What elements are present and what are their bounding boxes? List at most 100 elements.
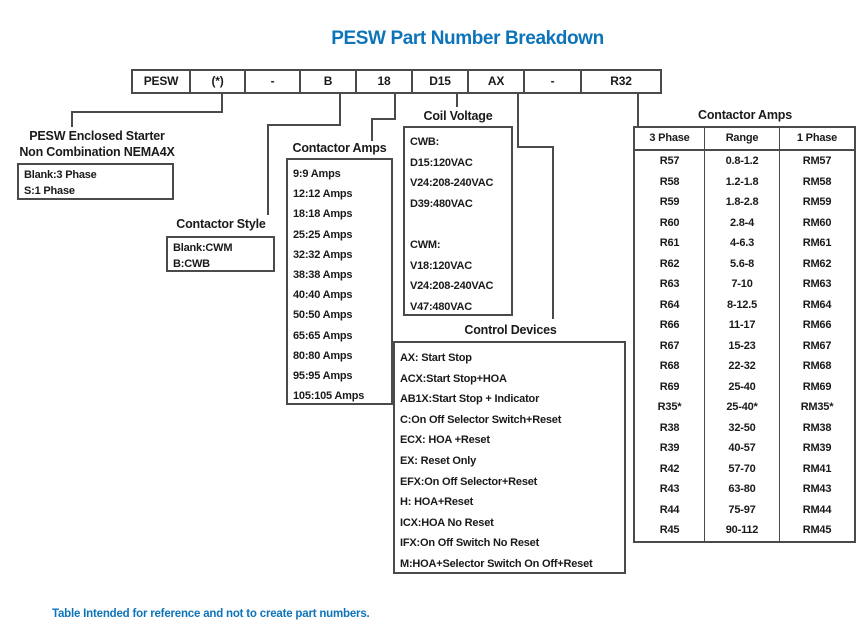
list-item: CWM: [410,238,441,251]
cell-range: 1.2-1.8 [704,171,779,192]
list-item: D15:120VAC [410,156,473,169]
cell-range: 11-17 [704,315,779,336]
part-segment-dash2: - [523,71,580,92]
list-item: V47:480VAC [410,300,472,313]
cell-1phase: RM62 [779,253,854,274]
cell-range: 0.8-1.2 [704,151,779,172]
cell-3phase: R61 [659,237,680,249]
list-item: AX: Start Stop [400,352,472,364]
list-item: CWB: [410,136,440,148]
table-header-row: 3 Phase Range 1 Phase [635,128,854,151]
list-item: V24:208-240VAC [410,280,494,293]
enclosed-starter-heading-line2: Non Combination NEMA4X [19,145,175,159]
cell-range: 63-80 [704,479,779,500]
control-devices-options-box: AX: Start Stop ACX:Start Stop+HOA AB1X:S… [393,341,626,574]
cell-3phase: R66 [659,319,680,331]
cell-1phase: RM60 [779,212,854,233]
page-title: PESW Part Number Breakdown [331,28,604,49]
list-item: C:On Off Selector Switch+Reset [400,413,562,426]
cell-range: 40-57 [704,438,779,459]
list-item: 9:9 Amps [293,168,341,180]
part-segment-style: B [299,71,355,92]
part-segment-control: AX [467,71,523,92]
list-item: EX: Reset Only [400,454,477,467]
list-item: EFX:On Off Selector+Reset [400,475,538,488]
contactor-style-heading: Contactor Style [176,217,266,231]
enclosed-starter-options-box: Blank:3 Phase S:1 Phase [17,163,174,200]
list-item: 18:18 Amps [293,208,353,221]
cell-3phase: R42 [659,462,680,475]
list-item: ACX:Start Stop+HOA [400,372,507,385]
enclosed-starter-heading-line1: PESW Enclosed Starter [29,129,165,143]
list-item: 95:95 Amps [293,369,353,382]
list-item: D39:480VAC [410,197,473,210]
cell-3phase: R43 [659,483,680,495]
list-item [405,214,511,235]
cell-1phase: RM66 [779,315,854,336]
part-segment-dash1: - [244,71,299,92]
column-header-3phase: 3 Phase [649,132,690,144]
coil-voltage-options-box: CWB: D15:120VAC V24:208-240VAC D39:480VA… [403,126,513,316]
cell-range: 75-97 [704,499,779,520]
list-item: 105:105 Amps [293,390,365,403]
cell-3phase: R62 [659,257,680,270]
cell-1phase: RM69 [779,376,854,397]
table-row: R35*25-40*RM35* [635,397,854,418]
cell-range: 4-6.3 [704,233,779,254]
list-item: Blank:CWM [173,242,233,254]
cell-1phase: RM57 [779,151,854,172]
cell-range: 7-10 [704,274,779,295]
list-item: H: HOA+Reset [400,496,474,509]
cell-1phase: RM41 [779,458,854,479]
list-item: 40:40 Amps [293,289,353,302]
list-item: ECX: HOA +Reset [400,434,490,447]
list-item: Blank:3 Phase [24,169,97,181]
cell-1phase: RM63 [779,274,854,295]
part-segment-overload: R32 [580,71,660,92]
footnote: Table Intended for reference and not to … [52,608,370,620]
cell-1phase: RM38 [779,417,854,438]
cell-1phase: RM44 [779,499,854,520]
cell-3phase: R67 [659,339,680,352]
cell-3phase: R69 [659,380,680,393]
cell-1phase: RM43 [779,479,854,500]
cell-3phase: R44 [659,503,680,516]
list-item: 32:32 Amps [293,248,353,261]
contactor-style-options-box: Blank:CWM B:CWB [166,236,275,272]
cell-range: 15-23 [704,335,779,356]
list-item: 65:65 Amps [293,329,353,342]
cell-range: 25-40 [704,376,779,397]
cell-1phase: RM39 [779,438,854,459]
list-item: 50:50 Amps [293,309,353,322]
cell-range: 57-70 [704,458,779,479]
contactor-amps-list-heading: Contactor Amps [292,141,387,155]
cell-range: 1.8-2.8 [704,192,779,213]
cell-1phase: RM68 [779,356,854,377]
column-header-1phase: 1 Phase [779,128,854,149]
cell-3phase: R57 [659,155,680,167]
list-item: ICX:HOA No Reset [400,516,494,529]
cell-1phase: RM58 [779,171,854,192]
amps-table-title: Contactor Amps [698,108,792,122]
cell-range: 90-112 [704,520,779,541]
cell-3phase: R35* [657,401,682,413]
cell-1phase: RM64 [779,294,854,315]
enclosed-starter-heading: PESW Enclosed Starter Non Combination NE… [8,128,186,160]
cell-3phase: R63 [659,278,680,290]
cell-3phase: R38 [659,421,680,434]
